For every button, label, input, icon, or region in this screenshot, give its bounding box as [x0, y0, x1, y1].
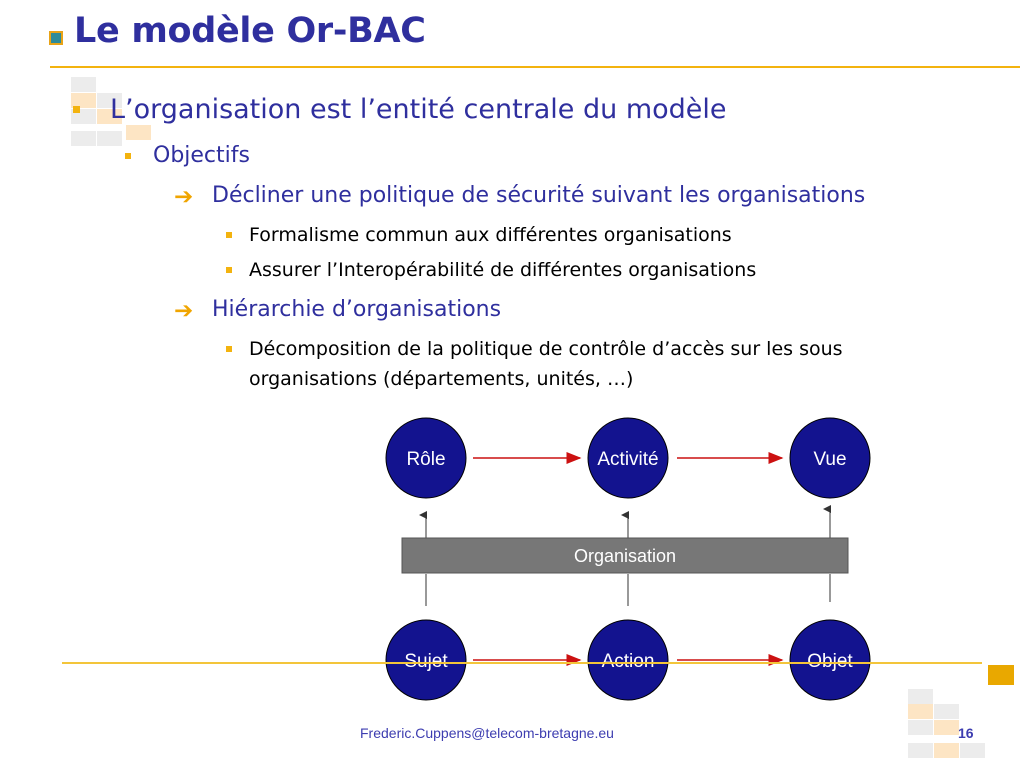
bullet-text: L’organisation est l’entité centrale du …	[110, 94, 727, 125]
node-sujet-label: Sujet	[404, 651, 448, 672]
title-divider	[50, 66, 1020, 68]
bullet-text: Décomposition de la politique de contrôl…	[249, 338, 843, 360]
decor-square	[908, 743, 933, 758]
decor-square	[934, 720, 959, 735]
decor-square	[97, 131, 122, 146]
decor-square	[934, 743, 959, 758]
decor-square	[908, 704, 933, 719]
square-bullet-icon	[226, 346, 232, 352]
page-number: 16	[958, 725, 974, 741]
decor-square	[97, 93, 122, 108]
bullet-continuation: organisations (départements, unités, …)	[249, 368, 634, 390]
square-bullet-icon	[226, 232, 232, 238]
organisation-label: Organisation	[574, 546, 676, 566]
decor-square	[71, 131, 96, 146]
bullet-text: Assurer l’Interopérabilité de différente…	[249, 259, 757, 281]
arrow-bullet-icon: ➔	[174, 184, 194, 210]
node-vue	[789, 417, 871, 499]
title-bullet-icon	[49, 31, 63, 45]
node-activite-label: Activité	[597, 449, 658, 470]
footer-email: Frederic.Cuppens@telecom-bretagne.eu	[360, 725, 614, 741]
node-objet	[789, 619, 871, 701]
square-bullet-icon	[226, 267, 232, 273]
decor-square	[71, 93, 96, 108]
arrow-bullet-icon: ➔	[174, 298, 194, 324]
decor-square	[988, 665, 1014, 685]
bullet-text: Objectifs	[153, 143, 250, 168]
bullet-text: Décliner une politique de sécurité suiva…	[212, 183, 866, 208]
slide-title: Le modèle Or-BAC	[74, 11, 426, 51]
decor-square	[908, 689, 933, 704]
node-sujet	[385, 619, 467, 701]
node-activite	[587, 417, 669, 499]
decor-square	[908, 720, 933, 735]
decor-square	[960, 743, 985, 758]
node-objet-label: Objet	[807, 651, 853, 672]
organisation-bar	[401, 537, 849, 574]
node-action	[587, 619, 669, 701]
square-bullet-icon	[125, 153, 131, 159]
square-bullet-icon	[73, 106, 80, 113]
decor-square	[126, 125, 151, 140]
node-vue-label: Vue	[813, 449, 846, 470]
node-action-label: Action	[602, 651, 655, 672]
bullet-text: Hiérarchie d’organisations	[212, 297, 502, 322]
node-role	[385, 417, 467, 499]
decor-square	[934, 704, 959, 719]
decor-square	[97, 109, 122, 124]
bullet-text: Formalisme commun aux différentes organi…	[249, 224, 732, 246]
node-role-label: Rôle	[406, 449, 445, 470]
footer-divider	[62, 662, 982, 664]
decor-square	[71, 77, 96, 92]
